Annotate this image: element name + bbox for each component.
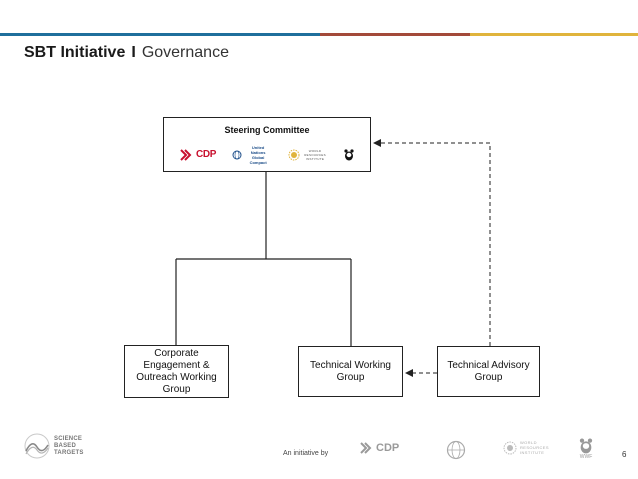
wwf-logo — [344, 149, 354, 161]
corporate-engagement-group-label: Corporate Engagement & Outreach Working … — [136, 347, 217, 395]
page-number: 6 — [622, 450, 627, 459]
ungc-globe-icon — [232, 150, 242, 160]
footer-wri-logo: WORLD RESOURCES INSTITUTE — [503, 440, 549, 455]
panda-icon — [344, 149, 354, 161]
page-title: SBT Initiative I Governance — [24, 44, 229, 62]
ungc-logo: United Nations Global Compact — [232, 145, 272, 165]
technical-working-group-label: Technical Working Group — [310, 359, 391, 383]
ungc-logo-text: United Nations Global Compact — [249, 145, 267, 165]
technical-advisory-group-label: Technical Advisory Group — [447, 359, 530, 383]
header-color-bar — [0, 33, 638, 36]
footer-wri-sun-icon — [503, 441, 517, 454]
sbt-wave-icon — [24, 433, 50, 459]
footer-panda-icon — [579, 438, 593, 454]
wri-logo: WORLD RESOURCES INSTITUTE — [288, 149, 328, 161]
steering-committee-label: Steering Committee — [224, 125, 310, 135]
dashed-advisory-to-sc — [373, 139, 491, 346]
steering-committee-logos: CDP United Nations Global Compact WORLD … — [164, 143, 370, 167]
sbt-logo: SCIENCE BASED TARGETS — [24, 433, 88, 459]
footer-cdp-text: CDP — [376, 442, 400, 454]
cdp-mark-icon — [180, 149, 192, 161]
title-separator: I — [131, 44, 136, 61]
footer-ungc-logo — [446, 440, 466, 465]
corporate-engagement-group-box: Corporate Engagement & Outreach Working … — [124, 345, 229, 398]
sbt-logo-text: SCIENCE BASED TARGETS — [54, 435, 84, 456]
footer-cdp-mark-icon — [360, 442, 372, 454]
header-bar-yellow — [470, 33, 638, 36]
footer-wwf-logo: WWF — [579, 438, 593, 460]
page-title-bold: SBT Initiative — [24, 44, 126, 61]
footer-wwf-text: WWF — [579, 454, 593, 460]
header-bar-blue — [0, 33, 320, 36]
technical-advisory-group-box: Technical Advisory Group — [437, 346, 540, 397]
wri-logo-text: WORLD RESOURCES INSTITUTE — [304, 149, 326, 161]
footer-cdp-logo: CDP — [360, 441, 399, 455]
header-bar-red — [320, 33, 470, 36]
cdp-logo: CDP — [180, 148, 216, 162]
steering-committee-box: Steering Committee CDP United Nations Gl… — [163, 117, 371, 172]
cdp-logo-text: CDP — [195, 149, 217, 160]
initiative-label: An initiative by — [283, 450, 329, 457]
footer-wri-text: WORLD RESOURCES INSTITUTE — [520, 440, 549, 455]
page-title-rest: Governance — [141, 44, 229, 61]
technical-working-group-box: Technical Working Group — [298, 346, 403, 397]
wri-sun-icon — [288, 149, 300, 161]
footer-ungc-globe-icon — [446, 440, 466, 460]
